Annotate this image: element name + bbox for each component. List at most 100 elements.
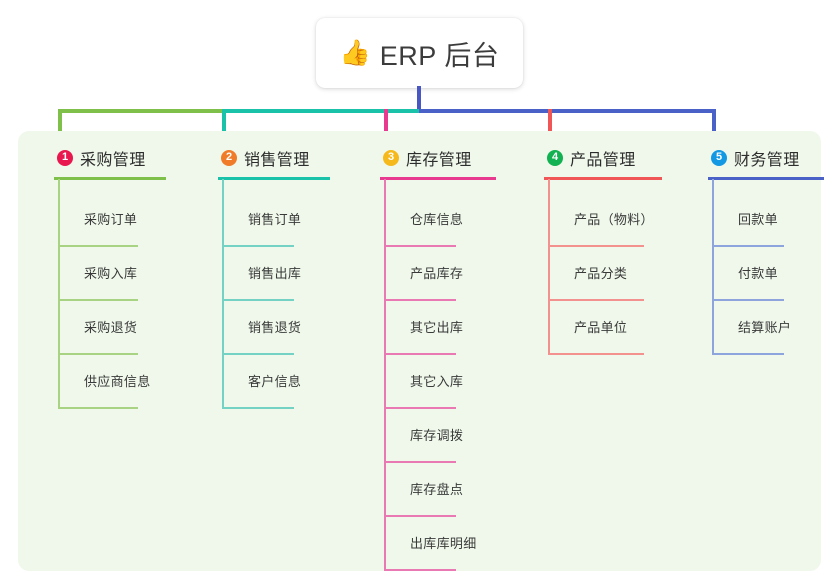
- branch-index-badge: 5: [711, 149, 727, 166]
- leaf-rule: [58, 299, 138, 301]
- leaf-rule: [384, 461, 456, 463]
- leaf-node[interactable]: 出库库明细: [384, 517, 476, 571]
- leaf-node[interactable]: 库存调拨: [384, 409, 463, 463]
- leaf-label: 产品（物料）: [574, 212, 654, 227]
- branch-index-badge: 1: [57, 149, 73, 166]
- leaf-node[interactable]: 仓库信息: [384, 193, 463, 247]
- leaf-node[interactable]: 产品（物料）: [548, 193, 654, 247]
- leaf-rule: [384, 407, 456, 409]
- leaf-rule: [222, 407, 294, 409]
- branch-label: 采购管理: [80, 151, 146, 169]
- trunk-segment-3: [419, 109, 716, 113]
- branch-index-badge: 3: [383, 149, 399, 166]
- leaf-rule: [712, 353, 784, 355]
- branch-stem: [58, 179, 60, 409]
- branch-header-rule: [380, 177, 496, 180]
- leaf-node[interactable]: 回款单: [712, 193, 784, 247]
- branch-header-rule: [708, 177, 824, 180]
- leaf-label: 客户信息: [248, 374, 302, 389]
- leaf-label: 销售出库: [248, 266, 302, 281]
- branch-index-badge: 2: [221, 149, 237, 166]
- leaf-node[interactable]: 产品分类: [548, 247, 644, 301]
- branch-header-财务管理[interactable]: 5 财务管理: [690, 145, 836, 170]
- root-node[interactable]: 👍 ERP 后台: [316, 18, 523, 88]
- branch-column-财务管理: 5 财务管理回款单付款单结算账户: [690, 145, 836, 355]
- thumbs-up-icon: 👍: [339, 38, 371, 67]
- leaf-label: 其它出库: [410, 320, 464, 335]
- leaf-rule: [548, 245, 644, 247]
- root-title: ERP 后台: [379, 40, 500, 71]
- root-stem-connector: [417, 86, 421, 112]
- leaf-rule: [384, 245, 456, 247]
- branch-stem: [548, 179, 550, 355]
- leaf-label: 出库库明细: [410, 536, 477, 551]
- leaf-node[interactable]: 销售退货: [222, 301, 301, 355]
- leaf-label: 仓库信息: [410, 212, 464, 227]
- branch-stem: [712, 179, 714, 355]
- leaf-rule: [384, 569, 456, 571]
- leaf-rule: [548, 299, 644, 301]
- leaf-label: 其它入库: [410, 374, 464, 389]
- leaf-node[interactable]: 其它出库: [384, 301, 463, 355]
- leaf-label: 销售退货: [248, 320, 302, 335]
- trunk-segment-1: [58, 109, 226, 113]
- leaf-node[interactable]: 结算账户: [712, 301, 791, 355]
- leaf-rule: [222, 245, 294, 247]
- branch-header-rule: [544, 177, 662, 180]
- leaf-label: 产品分类: [574, 266, 628, 281]
- leaf-node[interactable]: 客户信息: [222, 355, 301, 409]
- trunk-segment-2: [222, 109, 423, 113]
- leaf-node[interactable]: 采购入库: [58, 247, 138, 301]
- leaf-label: 采购订单: [84, 212, 138, 227]
- branch-stem: [384, 179, 386, 571]
- leaf-label: 采购退货: [84, 320, 138, 335]
- branch-label: 销售管理: [244, 151, 310, 169]
- leaf-rule: [58, 407, 138, 409]
- leaf-rule: [548, 353, 644, 355]
- leaf-rule: [384, 353, 456, 355]
- leaf-label: 结算账户: [738, 320, 792, 335]
- leaf-label: 付款单: [738, 266, 778, 281]
- leaf-rule: [222, 299, 294, 301]
- leaf-node[interactable]: 其它入库: [384, 355, 463, 409]
- branch-stem: [222, 179, 224, 409]
- leaf-label: 采购入库: [84, 266, 138, 281]
- branch-column-销售管理: 2 销售管理销售订单销售出库销售退货客户信息: [200, 145, 342, 409]
- branch-header-rule: [218, 177, 330, 180]
- branches-panel: [18, 131, 821, 571]
- leaf-node[interactable]: 产品单位: [548, 301, 644, 355]
- leaf-label: 销售订单: [248, 212, 302, 227]
- leaf-node[interactable]: 采购订单: [58, 193, 138, 247]
- leaf-rule: [712, 299, 784, 301]
- branch-header-采购管理[interactable]: 1 采购管理: [36, 145, 178, 170]
- leaf-label: 产品单位: [574, 320, 628, 335]
- leaf-rule: [58, 245, 138, 247]
- leaf-node[interactable]: 产品库存: [384, 247, 463, 301]
- leaf-rule: [384, 515, 456, 517]
- leaf-rule: [58, 353, 138, 355]
- leaf-label: 产品库存: [410, 266, 464, 281]
- leaf-rule: [384, 299, 456, 301]
- branch-label: 产品管理: [570, 151, 636, 169]
- branch-header-rule: [54, 177, 166, 180]
- branch-column-采购管理: 1 采购管理采购订单采购入库采购退货供应商信息: [36, 145, 178, 409]
- branch-column-产品管理: 4 产品管理产品（物料） 产品分类产品单位: [526, 145, 674, 355]
- branch-index-badge: 4: [547, 149, 563, 166]
- leaf-node[interactable]: 付款单: [712, 247, 784, 301]
- leaf-label: 库存盘点: [410, 482, 464, 497]
- leaf-node[interactable]: 销售出库: [222, 247, 301, 301]
- leaf-node[interactable]: 供应商信息: [58, 355, 150, 409]
- leaf-node[interactable]: 采购退货: [58, 301, 138, 355]
- branch-header-产品管理[interactable]: 4 产品管理: [526, 145, 674, 170]
- branch-header-销售管理[interactable]: 2 销售管理: [200, 145, 342, 170]
- leaf-node[interactable]: 销售订单: [222, 193, 301, 247]
- leaf-rule: [222, 353, 294, 355]
- leaf-label: 供应商信息: [84, 374, 151, 389]
- leaf-node[interactable]: 库存盘点: [384, 463, 463, 517]
- leaf-label: 回款单: [738, 212, 778, 227]
- branch-label: 财务管理: [734, 151, 800, 169]
- leaf-rule: [712, 245, 784, 247]
